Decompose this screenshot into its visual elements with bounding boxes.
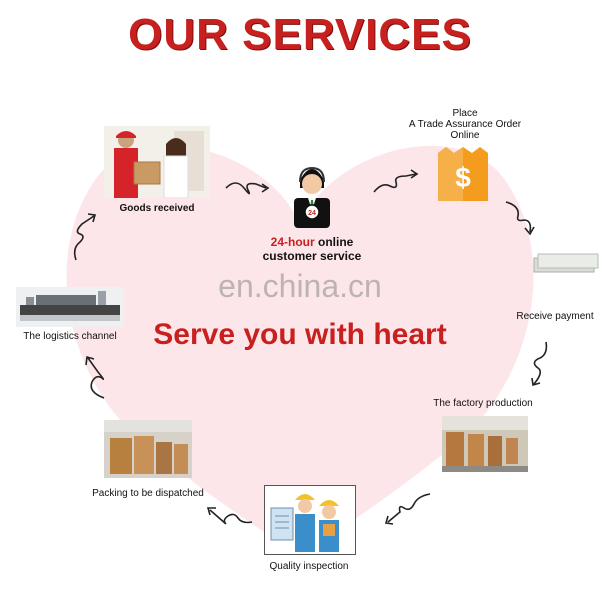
arrow-payment-to-factory (531, 341, 548, 387)
goods-received-photo (104, 126, 210, 198)
place-order-line1: Place (452, 108, 478, 119)
goods-received-label: Goods received (119, 203, 195, 214)
arrow-logistics-to-goods (73, 213, 97, 261)
factory-warehouse-photo (442, 416, 528, 472)
badge-24: 24 (308, 210, 316, 217)
watermark: en.china.cn (218, 268, 382, 304)
service-rest: online (314, 235, 354, 249)
quality-inspection-label: Quality inspection (269, 561, 349, 572)
dollar-symbol: $ (455, 162, 471, 193)
arrow-packing-to-logistics (85, 355, 105, 399)
payment-cash-image (532, 252, 600, 276)
arrow-factory-to-inspection (384, 493, 431, 525)
factory-production-label: The factory production (433, 398, 533, 409)
packing-warehouse-photo (104, 420, 192, 478)
arrow-inspection-to-packing (206, 507, 253, 525)
slogan: Serve you with heart (153, 318, 447, 351)
customer-service-label: 24-hour online customer service (230, 235, 394, 263)
page-title: OUR SERVICES (128, 10, 472, 59)
arrow-goods-to-service (225, 182, 270, 195)
logistics-label: The logistics channel (23, 331, 117, 342)
service-line2: customer service (262, 249, 362, 263)
arrow-service-to-order (373, 169, 419, 193)
receive-payment-label: Receive payment (516, 311, 594, 322)
place-order-line2: A Trade Assurance Order (408, 119, 522, 130)
dollar-shield-icon: $ (432, 145, 494, 207)
arrow-order-to-payment (505, 201, 535, 236)
quality-inspection-image (264, 485, 356, 555)
place-order-line3: Online (450, 130, 480, 141)
place-order-label: Place A Trade Assurance Order Online (400, 108, 530, 141)
packing-label: Packing to be dispatched (92, 488, 204, 499)
logistics-ship-photo (16, 287, 124, 327)
service-highlight: 24-hour (270, 235, 315, 249)
customer-service-icon: 24 (288, 160, 336, 230)
